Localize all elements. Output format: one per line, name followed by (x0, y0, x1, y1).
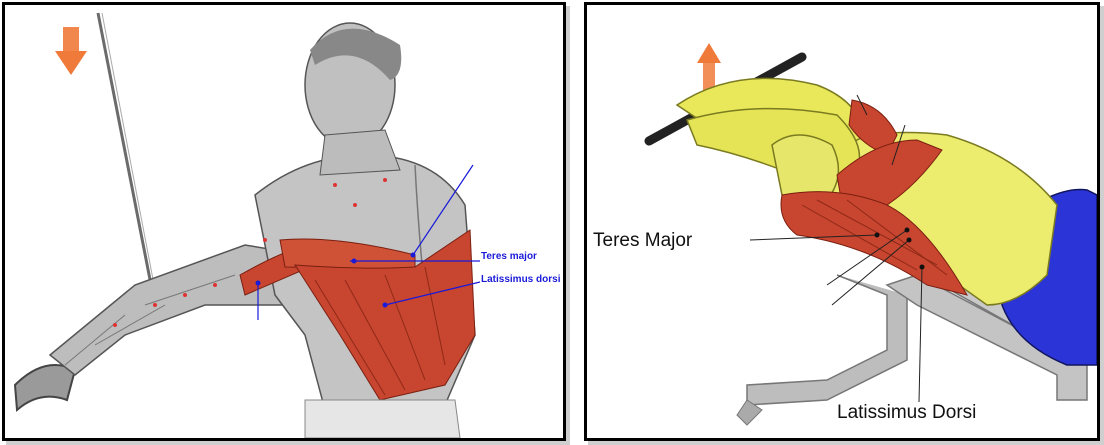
left-anatomy-illustration (13, 12, 481, 438)
right-figure-panel: Teres Major Latissimus Dorsi (584, 2, 1100, 441)
label-teres-major-right: Teres Major (593, 230, 693, 251)
down-arrow-icon (55, 27, 87, 75)
teres-major-muscle (836, 139, 943, 206)
latissimus-dorsi-muscle (780, 191, 969, 296)
label-teres-major-left: Teres major (481, 251, 537, 262)
left-figure-panel: Teres major Latissimus dorsi (2, 2, 566, 441)
label-latissimus-dorsi-right: Latissimus Dorsi (837, 402, 977, 423)
latissimus-dorsi-muscle (294, 229, 476, 401)
label-latissimus-dorsi-left: Latissimus dorsi (481, 274, 561, 285)
cable-line (96, 12, 155, 296)
right-anatomy-illustration (644, 43, 1097, 426)
